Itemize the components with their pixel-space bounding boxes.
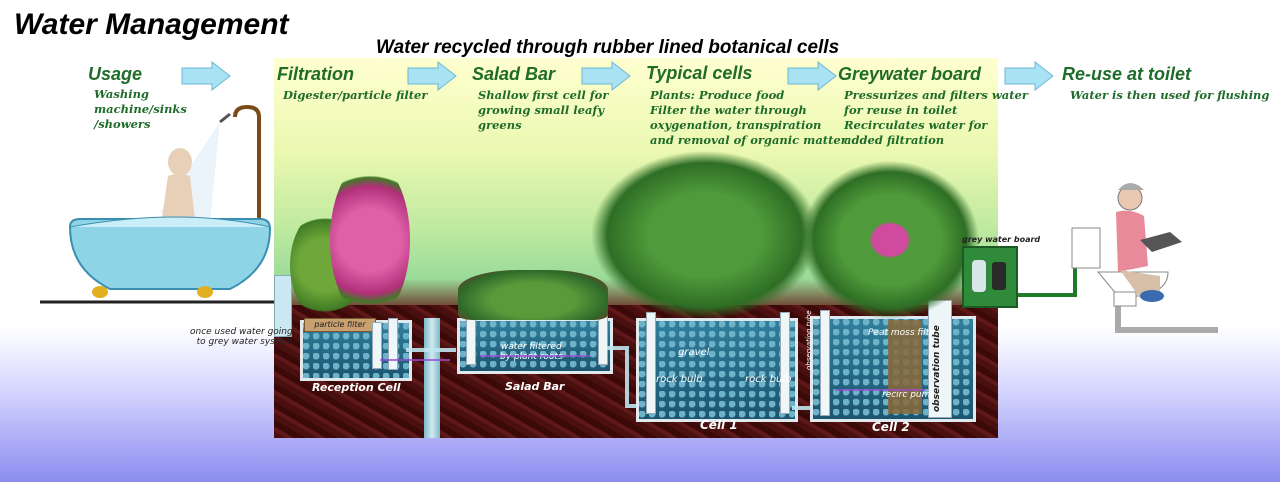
diagram-subtitle: Water recycled through rubber lined bota… [376,37,840,58]
cell-1-label: Cell 1 [700,418,738,432]
arrow-icon [581,60,631,92]
stage-reuse-desc: Water is then used for flushing [1070,88,1270,102]
stage-filtration-title: Filtration [277,64,354,84]
peat-moss-filter [888,320,922,414]
cell1-tube-1 [646,312,656,414]
cell-2-label: Cell 2 [872,420,910,434]
arrow-icon [407,60,457,92]
bougainvillea-plant [330,160,410,320]
salad-bar-label: Salad Bar [505,380,565,393]
reception-tube [372,322,382,369]
cell2-plants [800,160,980,320]
salad-greens [458,270,608,320]
stage-salad-bar-title: Salad Bar [472,64,556,84]
arrow-icon [181,60,231,92]
stage-typical-cells-title: Typical cells [646,63,753,83]
filter-canister-icon [972,260,986,292]
grey-water-board-label: grey water board [962,235,1041,244]
reception-cell-label: Reception Cell [312,381,401,394]
rock-bulb-label-1: rock bulb [656,374,703,385]
inlet-pipe [274,275,292,337]
cell-1 [636,318,798,422]
toilet-illustration [1071,183,1182,307]
arrow-icon [787,60,837,92]
bathtub-illustration [40,104,280,304]
reception-tube-2 [388,318,398,370]
gravel-label: gravel [678,347,710,358]
pump-icon [992,262,1006,290]
recirc-pump-label: recirc pump [882,390,937,400]
page-title: Water Management [14,8,289,41]
cell2-tube-1 [820,310,830,416]
grey-water-board [962,246,1018,308]
stage-greywater-board-title: Greywater board [838,64,982,84]
cell2-observation-tube [928,300,952,418]
rock-bulb-label-2: rock bulb [745,374,792,385]
cell1-tube-2 [780,312,790,414]
arrow-icon [1004,60,1054,92]
stage-filtration-desc: Digester/particle filter [283,88,428,102]
peat-moss-label: Peat moss filter [868,328,939,338]
stage-usage-title: Usage [88,64,143,84]
banana-plants [590,150,820,320]
stage-reuse-title: Re-use at toilet [1062,64,1192,84]
